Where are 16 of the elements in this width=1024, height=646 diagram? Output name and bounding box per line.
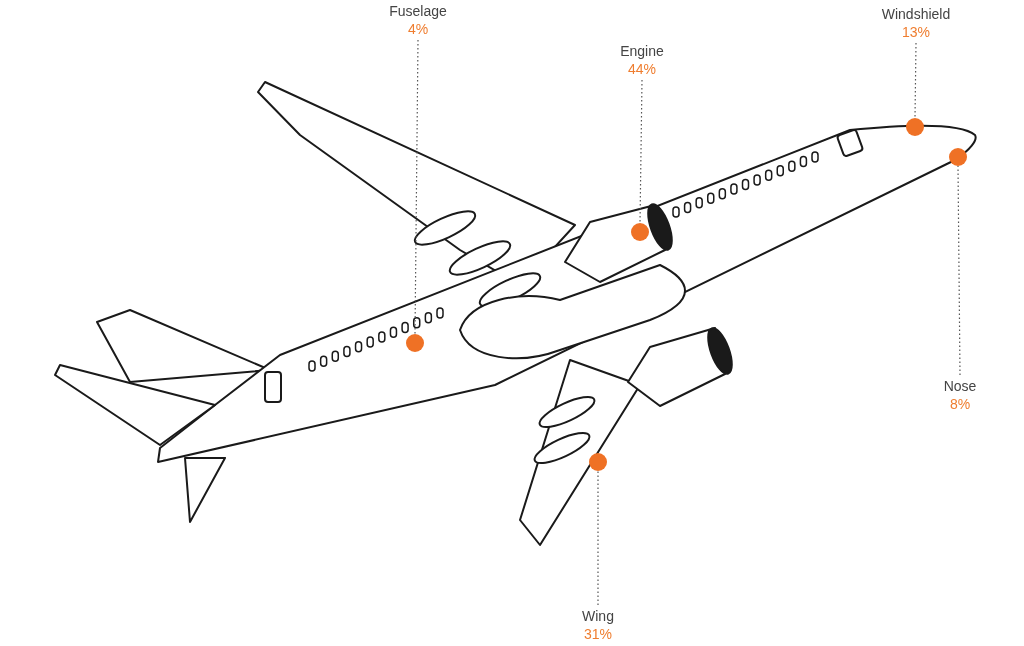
- leader-line: [639, 79, 643, 224]
- part-name: Nose: [943, 377, 977, 395]
- percentage-value: 4%: [406, 20, 430, 38]
- leader-line: [914, 42, 917, 119]
- leader-line: [957, 165, 961, 376]
- part-name: Engine: [620, 42, 664, 60]
- leader-line: [597, 470, 599, 606]
- part-name: Fuselage: [389, 2, 447, 20]
- marker-dot: [589, 453, 607, 471]
- percentage-value: 44%: [627, 60, 657, 78]
- part-name: Wing: [582, 607, 614, 625]
- part-name: Windshield: [881, 5, 951, 23]
- percentage-value: 8%: [948, 395, 972, 413]
- percentage-value: 13%: [901, 23, 931, 41]
- marker-dot: [906, 118, 924, 136]
- percentage-value: 31%: [583, 625, 613, 643]
